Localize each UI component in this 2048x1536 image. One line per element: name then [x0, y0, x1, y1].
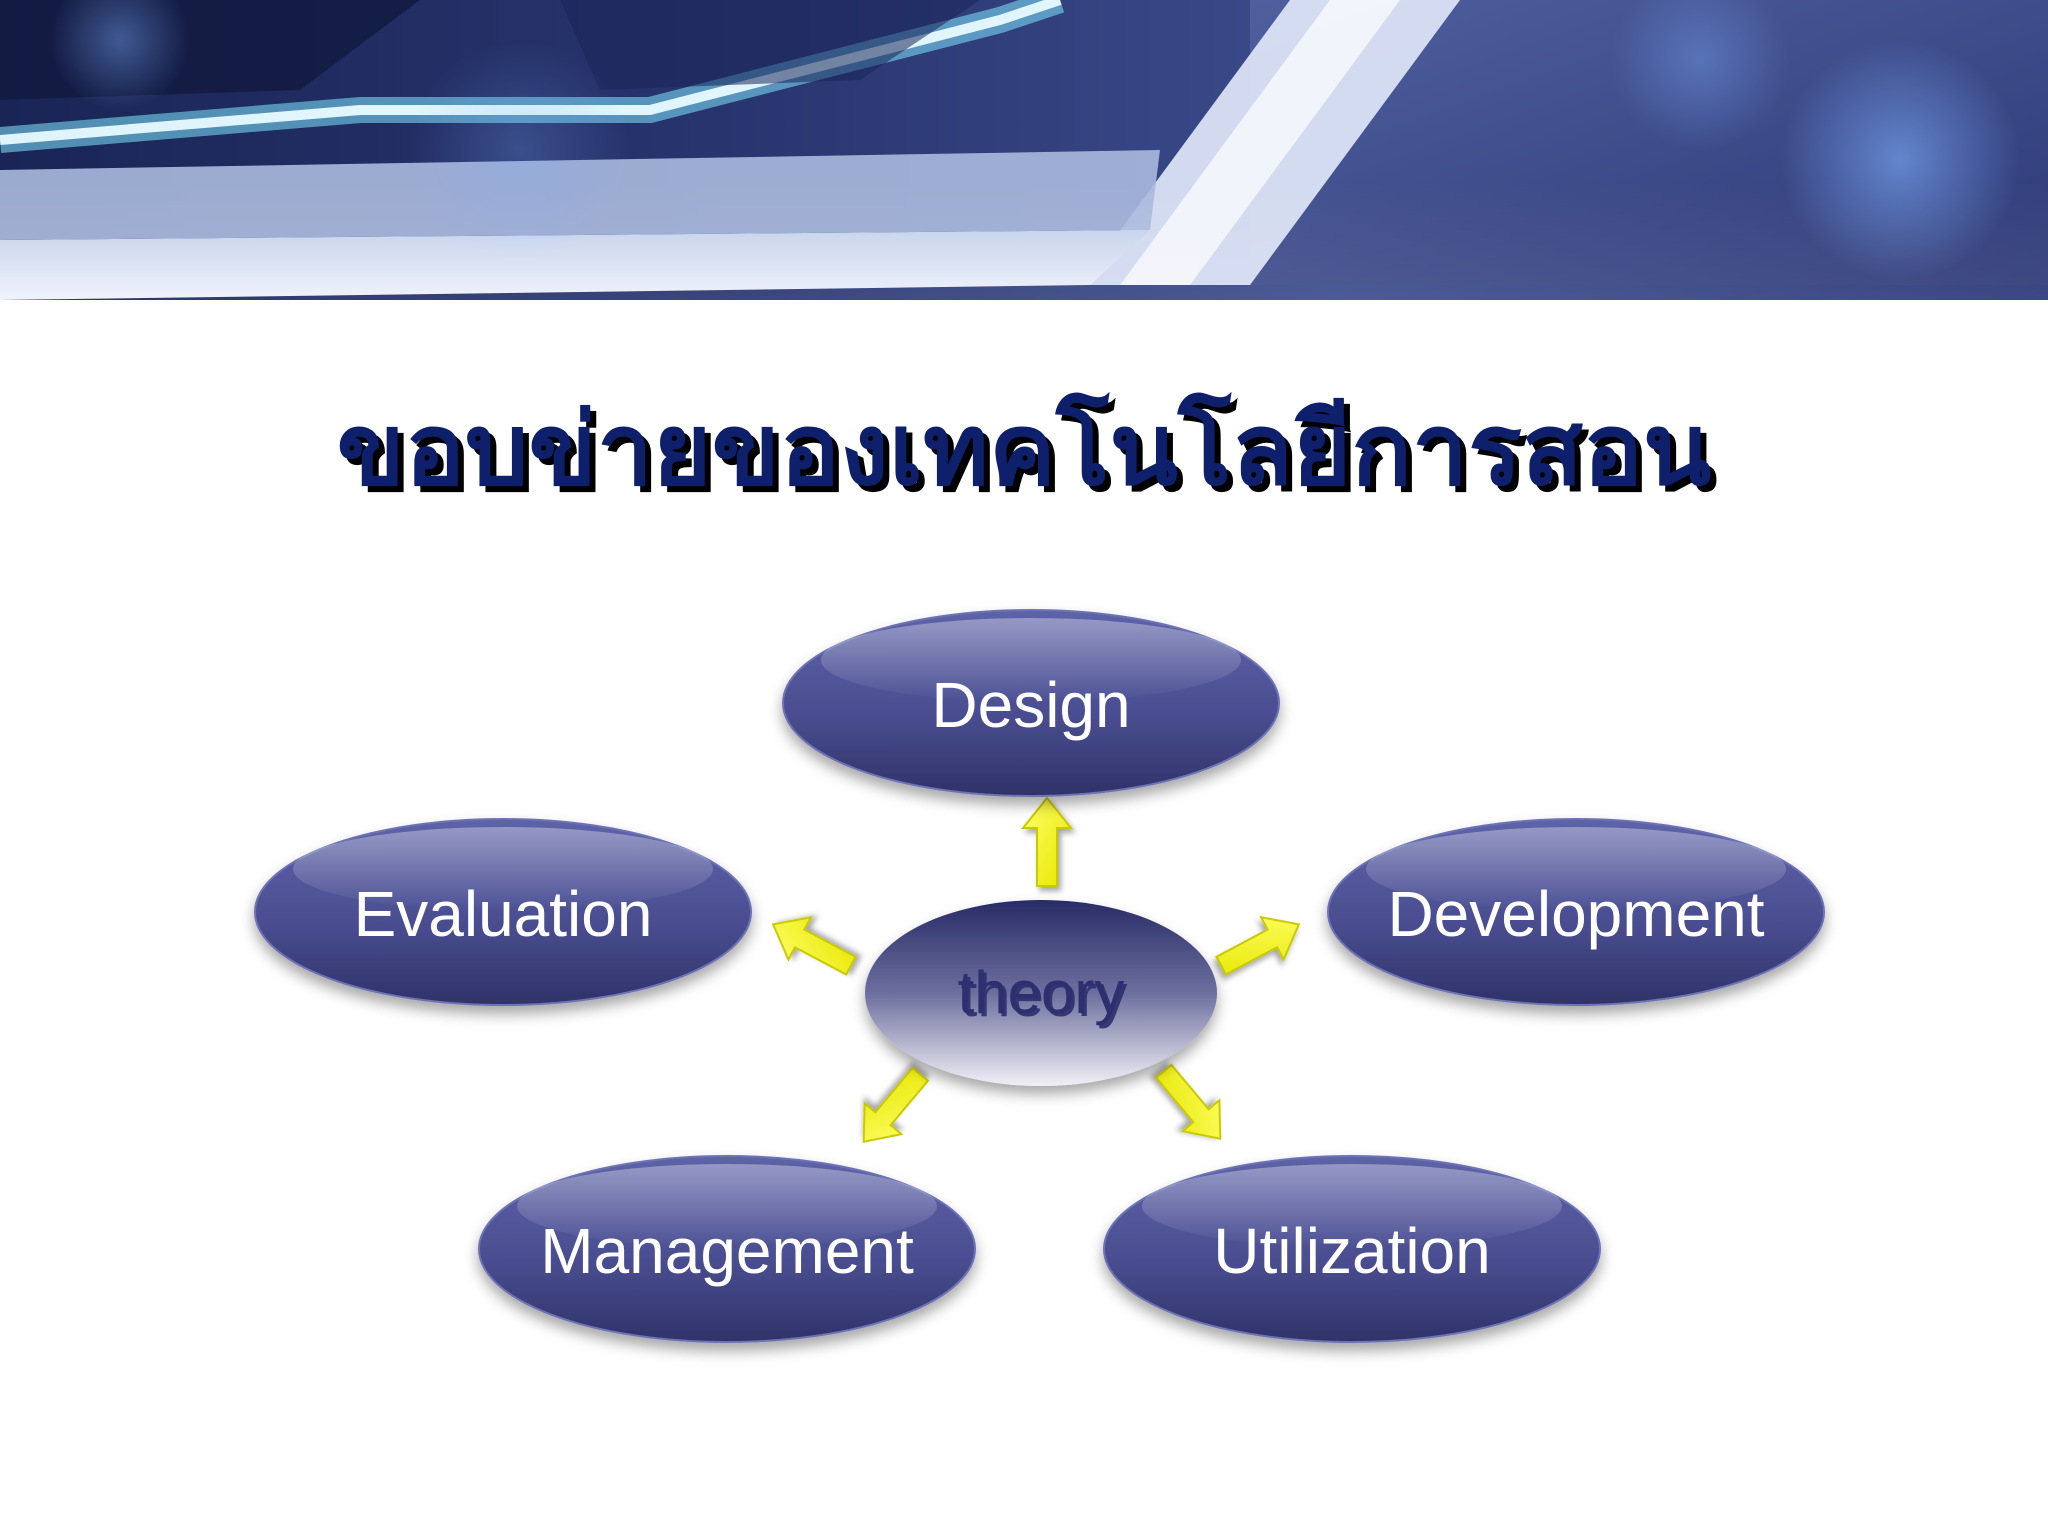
arrow-to-management-icon [862, 1066, 930, 1143]
node-development-label: Development [1387, 878, 1764, 950]
arrow-to-utilization-icon [1154, 1063, 1222, 1140]
header-banner-graphic [0, 0, 2048, 560]
node-utilization: Utilization [1103, 1155, 1601, 1343]
node-development: Development [1327, 818, 1825, 1006]
node-theory-label: theory [958, 959, 1125, 1026]
node-management-label: Management [540, 1215, 914, 1287]
arrow-to-development-icon [1215, 915, 1301, 976]
node-management: Management [478, 1155, 976, 1343]
slide-title: ขอบข่ายของเทคโนโลยีการสอน [336, 391, 1712, 508]
node-evaluation: Evaluation [254, 818, 752, 1006]
node-theory-center: theory theory [865, 900, 1217, 1086]
node-design: Design [782, 609, 1280, 797]
node-evaluation-label: Evaluation [354, 878, 653, 950]
arrow-to-evaluation-icon [771, 915, 857, 976]
arrow-to-design-icon [1020, 796, 1074, 887]
node-utilization-label: Utilization [1213, 1215, 1490, 1287]
node-theory-label-highlight: theory [961, 962, 1128, 1029]
arrows-group [771, 796, 1301, 1143]
node-design-label: Design [931, 669, 1130, 741]
